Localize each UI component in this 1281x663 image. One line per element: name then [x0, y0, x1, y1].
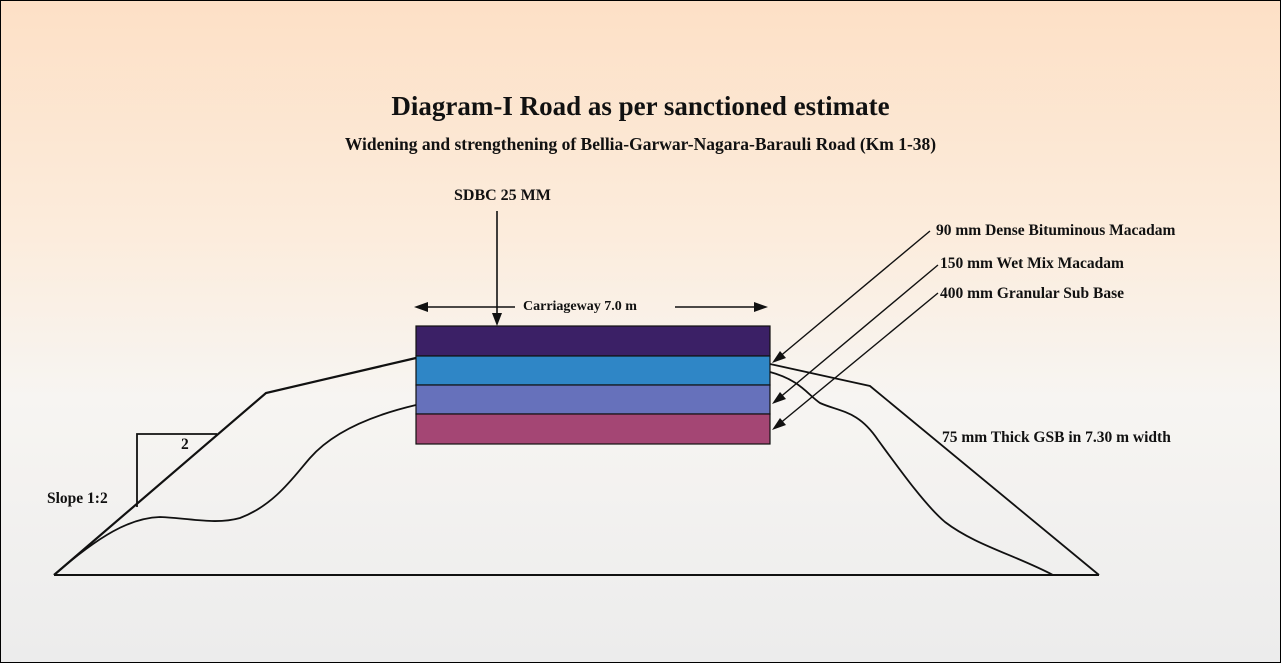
- gsb-label: 75 mm Thick GSB in 7.30 m width: [942, 429, 1171, 446]
- gsb-inner-curve-left: [53, 404, 417, 576]
- layer-wet-mix-macadam: [415, 355, 771, 386]
- layer-label-wet-mix-macadam: 150 mm Wet Mix Macadam: [940, 255, 1124, 272]
- slope-indicator: [136, 433, 217, 507]
- diagram-title: Diagram-I Road as per sanctioned estimat…: [391, 91, 890, 121]
- layer-granular-sub-base: [415, 384, 771, 415]
- layer-leader-arrows: [772, 230, 939, 430]
- layer-dense-bituminous-macadam: [415, 325, 771, 357]
- carriageway-label: Carriageway 7.0 m: [523, 299, 637, 314]
- layer-label-dense-bituminous-macadam: 90 mm Dense Bituminous Macadam: [936, 222, 1176, 239]
- slope-label: Slope 1:2: [47, 490, 108, 507]
- layer-gsb-bottom: [415, 413, 771, 445]
- carriageway-dimension-arrow: [414, 302, 768, 312]
- sdbc-label: SDBC 25 MM: [454, 187, 551, 204]
- gsb-inner-curve-right: [769, 371, 1054, 576]
- embankment-right-slope: [769, 363, 1100, 576]
- slope-ratio-label: 2: [181, 436, 189, 453]
- embankment-left-slope: [53, 356, 417, 576]
- layer-label-granular-sub-base: 400 mm Granular Sub Base: [940, 285, 1125, 302]
- sdbc-arrow: [492, 211, 502, 326]
- diagram-subtitle: Widening and strengthening of Bellia-Gar…: [344, 134, 937, 154]
